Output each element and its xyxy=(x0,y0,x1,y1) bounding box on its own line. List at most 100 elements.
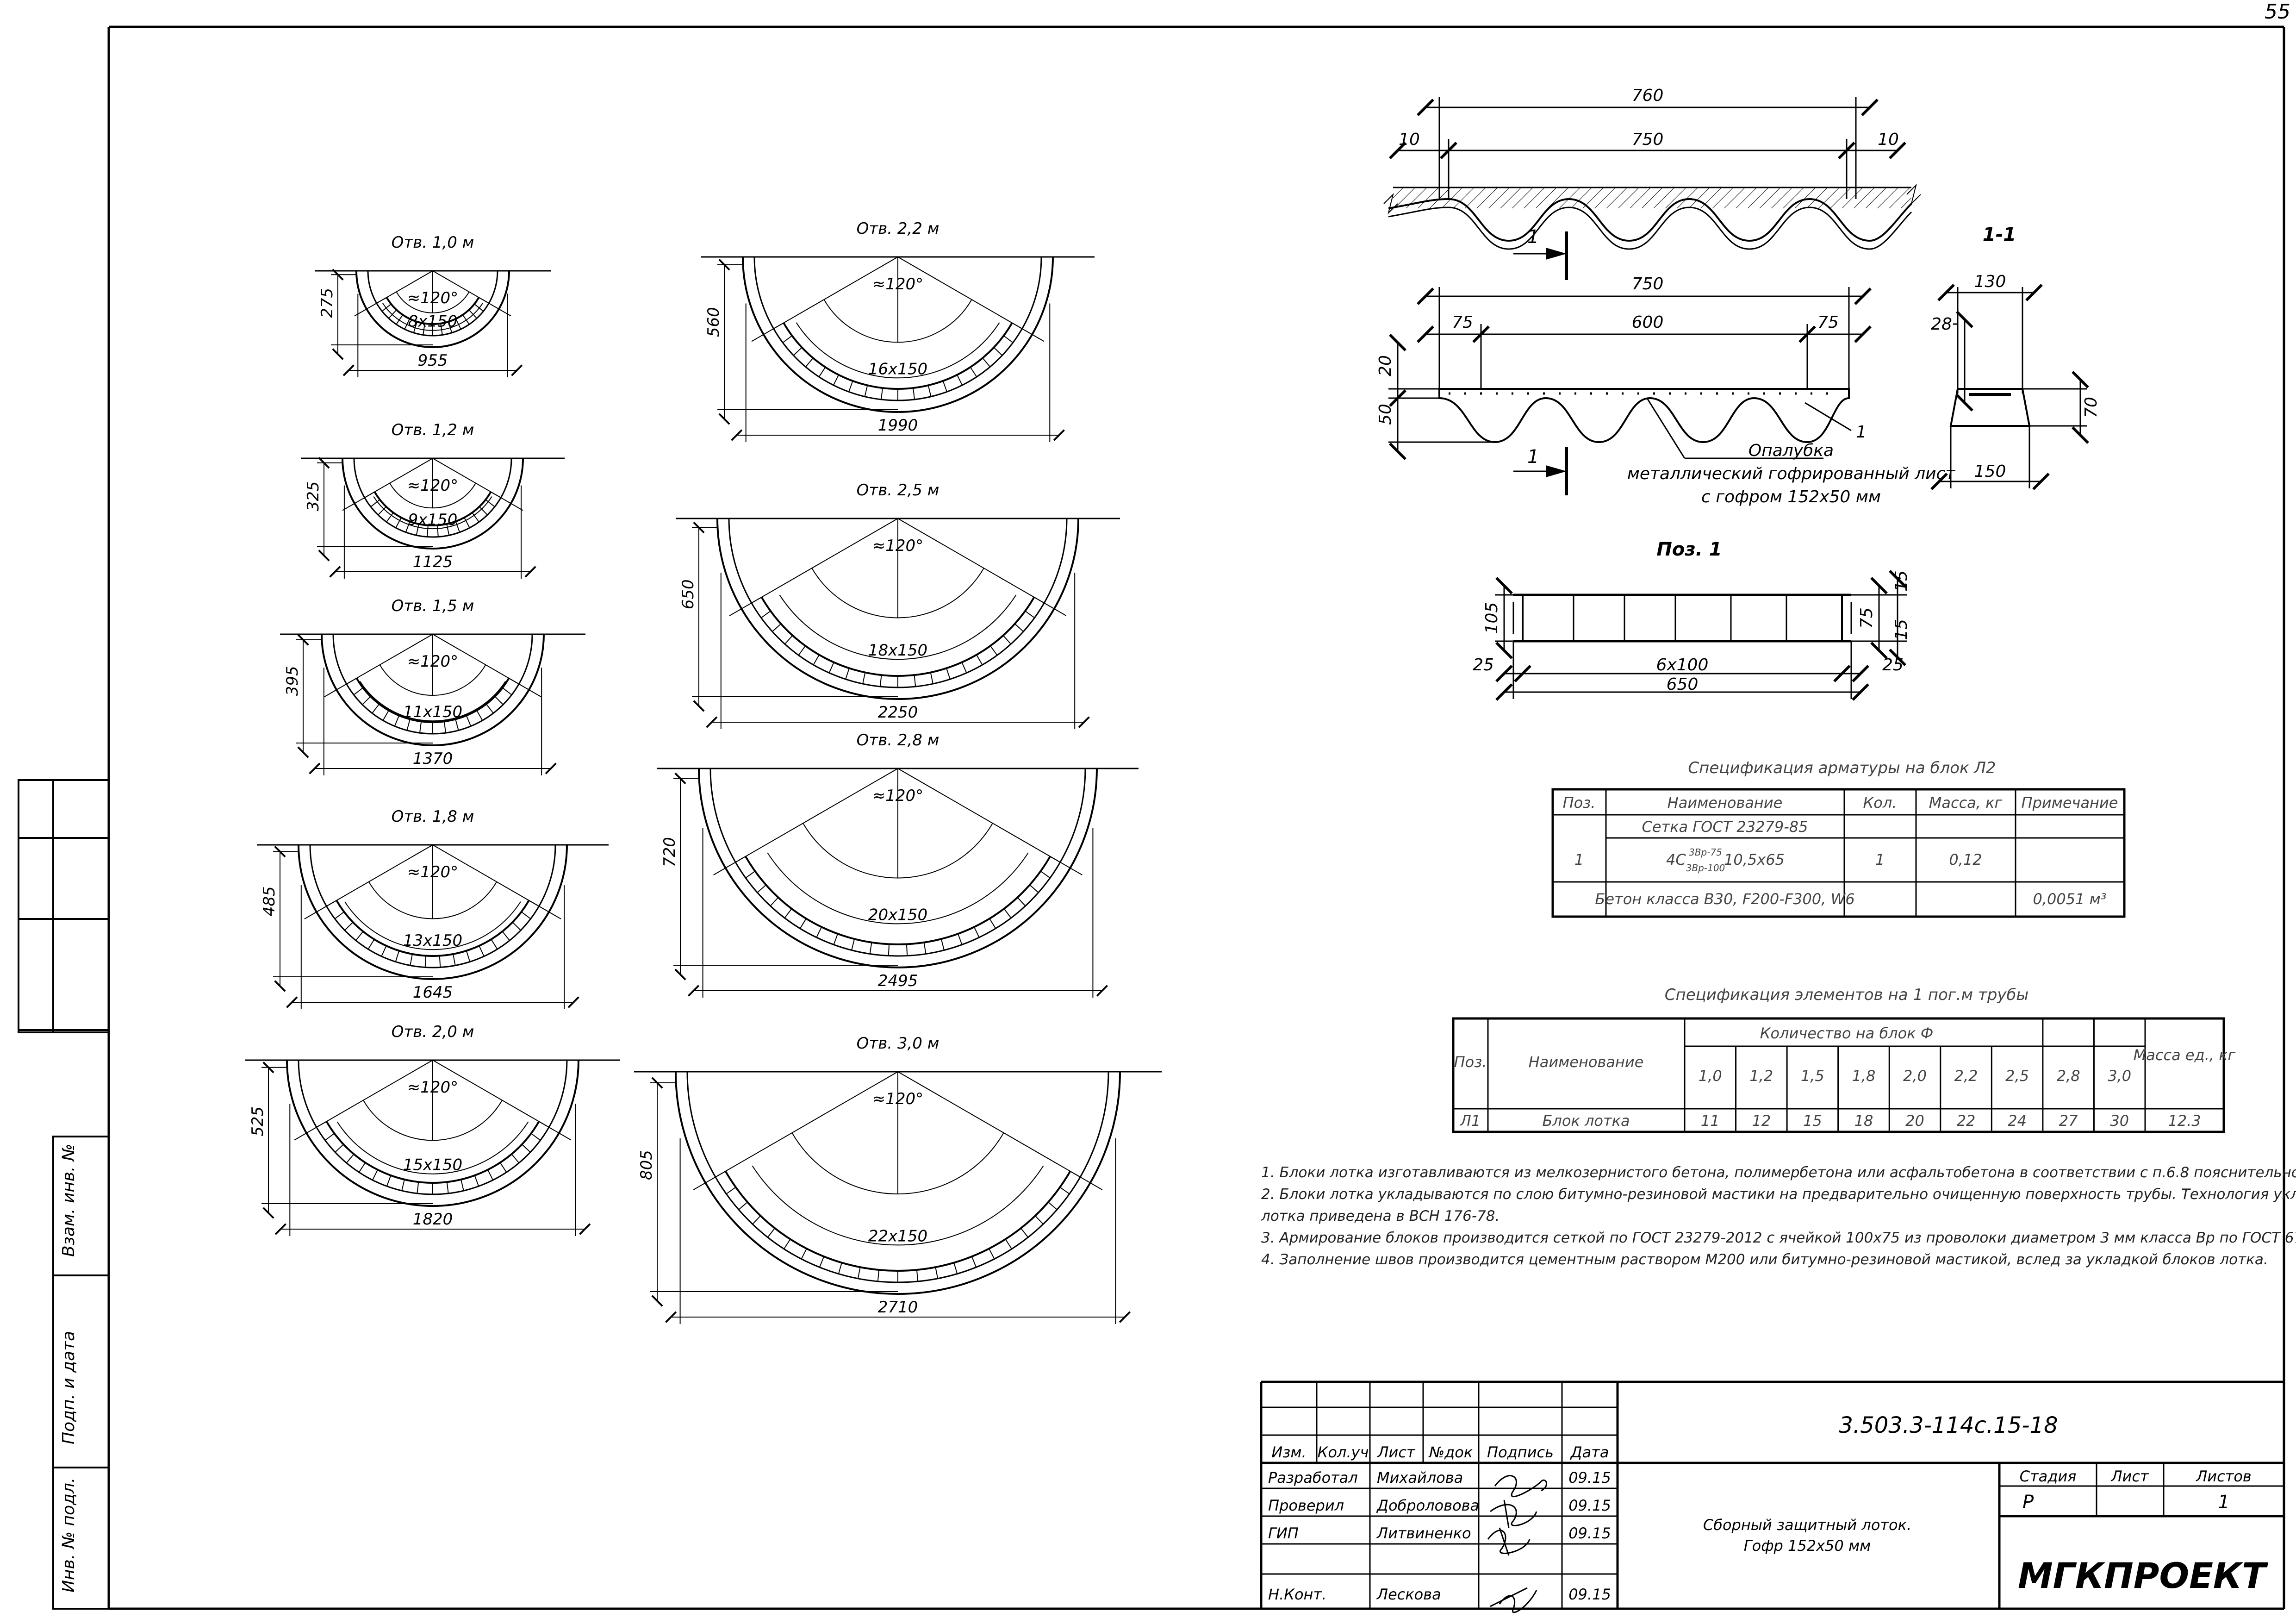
tray-blocks-0: 8x150 xyxy=(408,312,458,331)
tray-angle-0: ≈120° xyxy=(407,289,458,307)
tray-width-1: 1125 xyxy=(413,553,453,571)
stamp-label-replace: Взам. инв. № xyxy=(59,1144,78,1257)
spec2-r-pos: Л1 xyxy=(1460,1112,1481,1130)
tray-blocks-4: 15x150 xyxy=(403,1156,462,1174)
signatures xyxy=(1487,1475,1547,1613)
spec1-r2-note: 0,0051 м³ xyxy=(2033,890,2106,908)
sec-dim-150: 150 xyxy=(1974,462,2006,481)
tb-stage: Р xyxy=(2022,1492,2034,1513)
mesh-dim-25a: 25 xyxy=(1473,656,1494,675)
stamp-label-inv: Инв. № подл. xyxy=(59,1478,78,1593)
tray-1: Отв. 1,2 м ≈120° 9x150 1125 325 xyxy=(301,421,565,579)
tray-height-8: 805 xyxy=(637,1150,656,1180)
tray-angle-1: ≈120° xyxy=(407,476,458,495)
tb-date-1: 09.15 xyxy=(1568,1497,1611,1514)
tray-width-7: 2495 xyxy=(878,972,918,990)
tray-title-4: Отв. 2,0 м xyxy=(392,1023,474,1041)
tray-title-1: Отв. 1,2 м xyxy=(392,421,474,439)
side-stamp xyxy=(18,779,110,1610)
tray-blocks-1: 9x150 xyxy=(408,511,458,529)
spec1-r1-suffix: 10,5х65 xyxy=(1724,851,1785,868)
tb-name-3: Лескова xyxy=(1376,1586,1441,1603)
spec1-h-name: Наименование xyxy=(1668,794,1783,812)
cut-label-top: 1 xyxy=(1527,226,1539,248)
tray-width-5: 1990 xyxy=(878,416,918,435)
section-title: 1-1 xyxy=(1983,224,2016,245)
cut-label-bottom: 1 xyxy=(1527,446,1539,468)
tray-blocks-7: 20x150 xyxy=(868,906,927,924)
spec2-h-mass: Масса ед., кг xyxy=(2134,1046,2236,1064)
stamp-label-sign: Подп. и дата xyxy=(59,1331,78,1444)
tb-sheets-label: Листов xyxy=(2196,1468,2252,1485)
tb-desc-2: Гофр 152х50 мм xyxy=(1744,1537,1871,1555)
tray-height-6: 650 xyxy=(679,579,697,609)
tb-role-3: Н.Конт. xyxy=(1268,1586,1326,1603)
dim-10-right: 10 xyxy=(1878,130,1899,149)
tray-width-8: 2710 xyxy=(878,1298,918,1317)
spec1-h-note: Примечание xyxy=(2022,794,2118,812)
page-number: 55 xyxy=(2265,0,2290,24)
tray-title-3: Отв. 1,8 м xyxy=(392,807,474,826)
tb-date-3: 09.15 xyxy=(1568,1586,1611,1603)
spec2-h-name: Наименование xyxy=(1529,1053,1644,1071)
spec1-r1-qty: 1 xyxy=(1875,851,1885,868)
mesh-dim-650: 650 xyxy=(1667,675,1699,694)
tray-height-2: 395 xyxy=(283,666,302,696)
formwork-label-3: с гофром 152х50 мм xyxy=(1701,487,1881,506)
spec2-diam-6: 2,5 xyxy=(2005,1067,2029,1085)
spec2-h-mass-text: Масса ед., кг xyxy=(2134,1046,2236,1064)
tb-h-kol: Кол.уч xyxy=(1318,1443,1369,1461)
dim-760: 760 xyxy=(1632,86,1664,105)
spec2-value-3: 18 xyxy=(1854,1112,1873,1130)
spec2-diam-8: 3,0 xyxy=(2108,1067,2131,1085)
spec1-h-qty: Кол. xyxy=(1863,794,1897,812)
spec2-diam-4: 2,0 xyxy=(1903,1067,1927,1085)
tray-height-1: 325 xyxy=(304,481,323,511)
tb-sheets: 1 xyxy=(2218,1492,2229,1513)
tray-blocks-6: 18x150 xyxy=(868,641,927,660)
tb-name-2: Литвиненко xyxy=(1376,1524,1471,1542)
tray-angle-8: ≈120° xyxy=(872,1090,923,1108)
note-4: 4. Заполнение швов производится цементны… xyxy=(1261,1251,2268,1268)
mesh-dim-15a: 15 xyxy=(1892,570,1911,592)
spec2-value-0: 11 xyxy=(1701,1112,1720,1130)
side-stamp-labels: Взам. инв. № Подп. и дата Инв. № подл. xyxy=(59,1144,78,1593)
tb-role-0: Разработал xyxy=(1268,1469,1358,1487)
spec2-value-6: 24 xyxy=(2008,1112,2027,1130)
block-elevation xyxy=(1388,287,1872,460)
tray-title-2: Отв. 1,5 м xyxy=(392,597,474,615)
spec2-value-5: 22 xyxy=(1957,1112,1976,1130)
spec1-h-pos: Поз. xyxy=(1563,794,1596,812)
notes: 1. Блоки лотка изготавливаются из мелкоз… xyxy=(1261,1162,2296,1271)
spec1-r1-mass: 0,12 xyxy=(1949,851,1982,868)
tray-title-7: Отв. 2,8 м xyxy=(857,731,940,750)
tray-title-6: Отв. 2,5 м xyxy=(857,481,940,500)
spec2-diam-7: 2,8 xyxy=(2057,1067,2080,1085)
mesh-dim-15b: 15 xyxy=(1892,619,1911,640)
sec-dim-70: 70 xyxy=(2082,397,2101,418)
mesh-dim-25b: 25 xyxy=(1882,656,1904,675)
section-1-1 xyxy=(1930,284,2089,490)
spec2-diam-1: 1,2 xyxy=(1749,1067,1773,1085)
spec1-r2-name: Бетон класса В30, F200-F300, W6 xyxy=(1595,890,1854,908)
spec1-title: Спецификация арматуры на блок Л2 xyxy=(1688,759,1996,777)
tray-height-0: 275 xyxy=(318,288,336,318)
tray-width-3: 1645 xyxy=(413,983,453,1002)
tray-angle-2: ≈120° xyxy=(407,652,458,671)
spec1-h-mass: Масса, кг xyxy=(1929,794,2003,812)
spec2-h-pos: Поз. xyxy=(1454,1053,1487,1071)
tray-blocks-2: 11x150 xyxy=(403,703,462,721)
tb-date-0: 09.15 xyxy=(1568,1469,1611,1487)
dim-50: 50 xyxy=(1376,404,1395,425)
tb-h-izm: Изм. xyxy=(1271,1443,1306,1461)
tb-role-2: ГИП xyxy=(1268,1524,1299,1542)
tray-height-5: 560 xyxy=(704,307,723,337)
tray-title-5: Отв. 2,2 м xyxy=(857,219,940,238)
dim-20: 20 xyxy=(1376,355,1395,376)
spec1-r1-pos: 1 xyxy=(1574,851,1584,868)
spec2-diam-0: 1,0 xyxy=(1699,1067,1722,1085)
